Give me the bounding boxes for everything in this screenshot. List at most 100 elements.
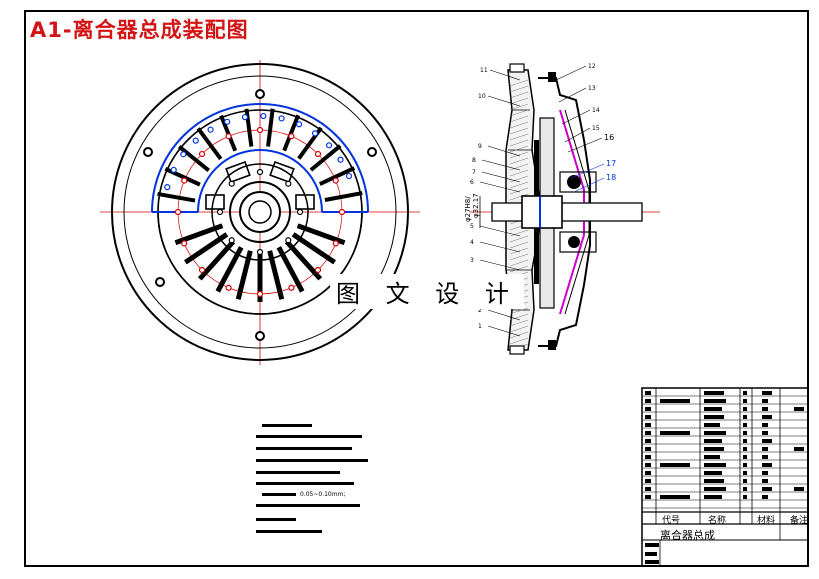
hatch-line: [509, 79, 529, 87]
part-number: 18: [606, 173, 616, 182]
hatch-line: [509, 313, 529, 321]
release-bearing: [567, 175, 581, 189]
title-block-mark: [645, 495, 651, 499]
flywheel-outer-ring: [111, 63, 409, 361]
title-block-mark: [660, 399, 690, 403]
title-block-mark: [704, 415, 724, 419]
damper-window: [295, 194, 315, 210]
tolerance-note: 0.05~0.10mm;: [300, 491, 345, 498]
title-block-mark: [743, 407, 747, 411]
title-block-mark: [762, 415, 772, 419]
title-block-mark: [743, 431, 747, 435]
title-block-mark: [762, 399, 768, 403]
assembly-name: 离合器总成: [660, 529, 715, 542]
friction-segment: [318, 166, 356, 186]
hatch-line: [509, 103, 529, 111]
rivet-hole: [225, 133, 232, 140]
damper-window: [269, 160, 295, 184]
part-number: 8: [472, 157, 476, 164]
friction-rivet: [170, 166, 177, 174]
hub-rivet: [296, 208, 304, 216]
rivet-hole: [181, 240, 188, 247]
spline-hub: [239, 191, 281, 233]
title-block-mark: [762, 471, 768, 475]
title-block-mark: [704, 463, 726, 467]
part-number: 16: [604, 133, 614, 142]
title-block-mark: [645, 479, 651, 483]
friction-rivet: [337, 156, 344, 163]
leader-line: [479, 181, 521, 193]
title-block-mark: [743, 391, 747, 395]
title-block: [641, 387, 809, 567]
friction-rivet: [278, 115, 285, 122]
hatch-line: [509, 337, 529, 345]
title-block-mark: [762, 463, 772, 467]
title-block-mark: [762, 455, 768, 459]
title-block-mark: [704, 495, 722, 499]
part-number: 5: [470, 223, 474, 230]
friction-rivet: [325, 142, 333, 149]
rivet-hole: [314, 150, 322, 158]
title-block-mark: [743, 399, 747, 403]
leader-line: [487, 95, 521, 107]
part-number: 13: [588, 85, 596, 92]
spring-finger: [183, 232, 229, 265]
rivet-hole: [288, 284, 295, 291]
rivet-hole: [338, 208, 346, 216]
part-number: 3: [470, 257, 474, 264]
dimension-label: φ27H8/: [464, 196, 472, 222]
leader-line: [487, 309, 521, 321]
title-block-mark: [704, 455, 720, 459]
title-block-mark: [743, 479, 747, 483]
damper-window: [225, 160, 251, 184]
hub-rivet: [285, 237, 292, 244]
title-block-mark: [743, 495, 747, 499]
release-bearing-lower: [568, 236, 580, 248]
mounting-hole: [255, 331, 265, 341]
hatch-line: [509, 121, 529, 129]
hatch-line: [509, 247, 529, 255]
title-block-mark: [743, 471, 747, 475]
title-block-mark: [645, 463, 651, 467]
title-block-mark: [645, 560, 659, 564]
part-number: 7: [472, 169, 476, 176]
drawing-frame: [24, 10, 809, 567]
title-block-mark: [794, 407, 804, 411]
friction-segment: [177, 144, 210, 173]
title-block-mark: [762, 439, 772, 443]
hub-rivet: [256, 168, 264, 176]
part-number: 14: [592, 107, 600, 114]
hatch-line: [509, 193, 529, 201]
hatch-line: [509, 241, 529, 249]
hatch-line: [509, 307, 529, 315]
hatch-line: [509, 235, 529, 243]
title-block-mark: [645, 415, 651, 419]
part-number: 4: [470, 239, 474, 246]
spring-finger: [267, 250, 285, 300]
rivet-hole: [198, 266, 206, 274]
hatch-line: [509, 85, 529, 93]
leader-line: [487, 325, 521, 337]
spring-finger: [276, 246, 305, 293]
hatch-line: [509, 169, 529, 177]
title-block-mark: [645, 543, 659, 547]
input-shaft: [491, 202, 643, 222]
rivet-hole: [288, 133, 295, 140]
part-number: 10: [478, 93, 486, 100]
spring-finger: [284, 240, 323, 281]
leader-line: [555, 65, 587, 81]
spline-bore: [248, 200, 272, 224]
title-block-mark: [762, 479, 768, 483]
hatch-line: [509, 331, 529, 339]
title-block-mark: [743, 463, 747, 467]
leader-line: [481, 159, 521, 171]
mounting-hole: [367, 147, 377, 157]
rivet-hole: [181, 177, 188, 184]
title-block-mark: [704, 439, 722, 443]
rivet-hole: [198, 150, 206, 158]
mounting-holes: [143, 89, 377, 341]
hatch-line: [509, 229, 529, 237]
hatch-line: [509, 109, 529, 117]
hatch-line: [509, 187, 529, 195]
